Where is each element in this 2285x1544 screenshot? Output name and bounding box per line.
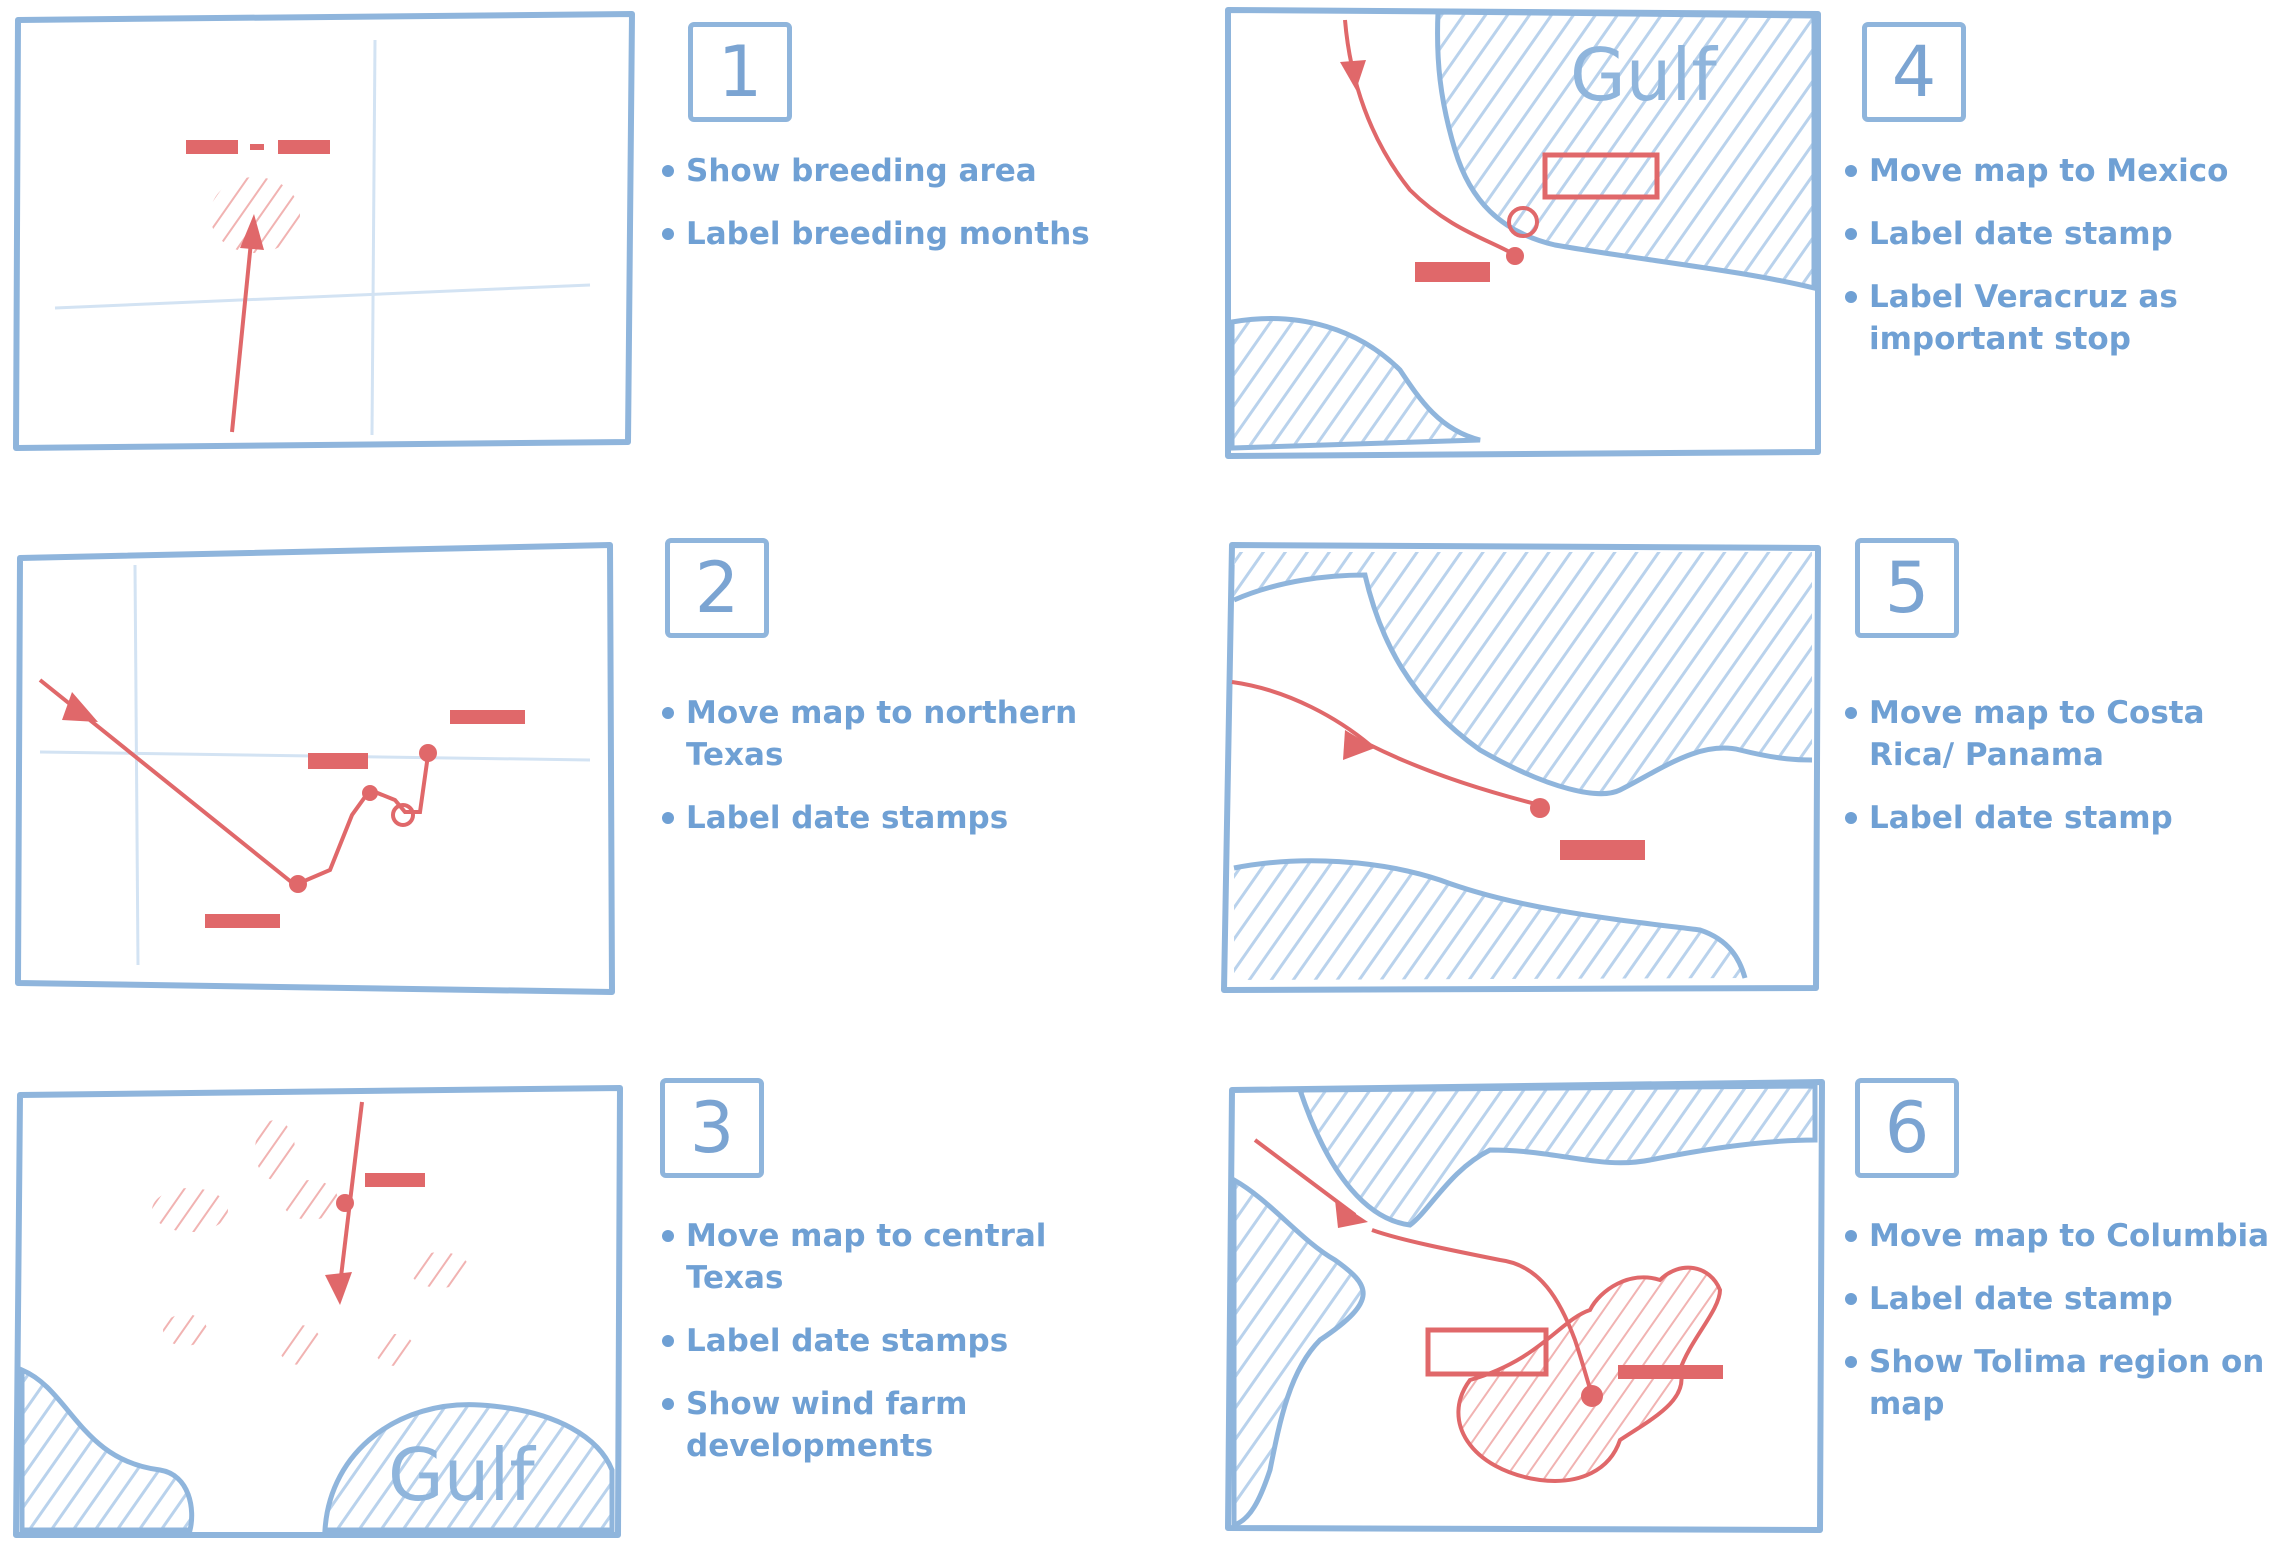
route-arrowhead <box>1335 1200 1368 1228</box>
location-label-box <box>1425 1327 1549 1377</box>
land-region <box>1229 316 1481 451</box>
migration-route <box>230 231 254 433</box>
breeding-area <box>210 177 300 253</box>
panel-1-sketch <box>13 11 635 451</box>
migration-route <box>1231 680 1541 807</box>
panel-5-frame <box>1221 542 1821 993</box>
panel-4-notes: Move map to Mexico Label date stamp Labe… <box>1845 150 2275 381</box>
panel-2-notes: Move map to northern Texas Label date st… <box>662 692 1122 860</box>
date-stamp-point <box>1506 247 1524 265</box>
panel-3-sketch: Gulf <box>13 1085 623 1538</box>
gulf-map-label: Gulf <box>388 1433 536 1517</box>
tolima-region <box>1456 1265 1723 1483</box>
note-item: Label date stamp <box>1845 213 2275 255</box>
wind-farm-area <box>163 1314 207 1346</box>
note-item: Label date stamps <box>662 797 1122 839</box>
panel-6-notes: Move map to Columbia Label date stamp Sh… <box>1845 1215 2275 1446</box>
note-item: Move map to Columbia <box>1845 1215 2275 1257</box>
gulf-region <box>322 1402 615 1533</box>
note-item: Label date stamp <box>1845 797 2275 839</box>
coastline <box>1233 572 1813 797</box>
panel-5-notes: Move map to Costa Rica/ Panama Label dat… <box>1845 692 2275 860</box>
ocean-region <box>1296 1083 1818 1228</box>
land-region <box>19 1366 195 1533</box>
label-placeholder <box>1560 840 1645 860</box>
wind-farm-developments <box>152 1120 470 1366</box>
label-placeholder <box>1415 262 1490 282</box>
panel-number-box: 2 <box>665 538 769 638</box>
label-placeholder <box>250 144 264 150</box>
migration-route <box>1371 1228 1594 1396</box>
wind-farm-area <box>278 1325 322 1365</box>
map-gridline <box>133 564 140 966</box>
panel-number-box: 5 <box>1855 538 1959 638</box>
note-item: Move map to central Texas <box>662 1215 1092 1299</box>
ocean-region <box>1234 552 1812 794</box>
map-gridline <box>370 39 377 436</box>
date-stamp-point <box>336 1194 354 1212</box>
panel-5-sketch <box>1221 542 1821 993</box>
label-placeholder <box>308 753 368 769</box>
note-item: Show Tolima region on map <box>1845 1341 2275 1425</box>
wind-farm-area <box>255 1120 295 1180</box>
wind-farm-area <box>152 1188 228 1232</box>
label-placeholder <box>205 914 280 928</box>
note-item: Move map to Mexico <box>1845 150 2275 192</box>
date-stamp-point <box>419 744 437 762</box>
route-arrowhead <box>1343 730 1375 760</box>
panel-1-frame <box>13 11 635 451</box>
date-stamp-point <box>1530 798 1550 818</box>
note-item: Label date stamp <box>1845 1278 2275 1320</box>
wind-farm-area <box>282 1180 338 1220</box>
note-item: Label Veracruz as important stop <box>1845 276 2275 360</box>
panel-3-notes: Move map to central Texas Label date sta… <box>662 1215 1092 1488</box>
wind-farm-area <box>410 1252 470 1288</box>
veracruz-stop-marker <box>1507 206 1539 238</box>
panel-number-box: 1 <box>688 22 792 122</box>
route-arrowhead <box>240 214 264 250</box>
label-placeholder <box>1618 1365 1723 1379</box>
panel-number-box: 3 <box>660 1078 764 1178</box>
route-arrowhead <box>62 692 98 722</box>
label-placeholder <box>186 140 238 154</box>
panel-2-sketch <box>15 542 615 995</box>
gulf-map-label: Gulf <box>1570 33 1718 117</box>
note-item: Move map to northern Texas <box>662 692 1122 776</box>
panel-number-box: 4 <box>1862 22 1966 122</box>
panel-number-box: 6 <box>1855 1078 1959 1178</box>
panel-2-frame <box>15 542 615 995</box>
panel-1-notes: Show breeding area Label breeding months <box>662 150 1092 276</box>
note-item: Show wind farm developments <box>662 1383 1092 1467</box>
date-stamp-point <box>289 875 307 893</box>
route-arrowhead <box>1340 60 1366 90</box>
note-item: Show breeding area <box>662 150 1092 192</box>
panel-3-frame <box>13 1085 623 1538</box>
coastline <box>1233 858 1748 979</box>
map-gridline <box>54 283 591 310</box>
land-region <box>1231 1175 1366 1529</box>
panel-4-sketch: Gulf <box>1225 7 1821 459</box>
date-stamp-point <box>391 803 415 827</box>
note-item: Label date stamps <box>662 1320 1092 1362</box>
label-placeholder <box>450 710 525 724</box>
migration-route <box>338 1101 364 1286</box>
panel-6-frame <box>1225 1079 1825 1533</box>
note-item: Move map to Costa Rica/ Panama <box>1845 692 2275 776</box>
land-region <box>1234 860 1745 980</box>
route-arrowhead <box>325 1272 352 1305</box>
gulf-region <box>1435 9 1817 292</box>
date-stamp-point <box>1581 1385 1603 1407</box>
note-item: Label breeding months <box>662 213 1092 255</box>
date-stamp-point <box>362 785 378 801</box>
veracruz-label-box <box>1542 152 1660 200</box>
label-placeholder <box>365 1173 425 1187</box>
wind-farm-area <box>375 1334 415 1366</box>
label-placeholder <box>278 140 330 154</box>
